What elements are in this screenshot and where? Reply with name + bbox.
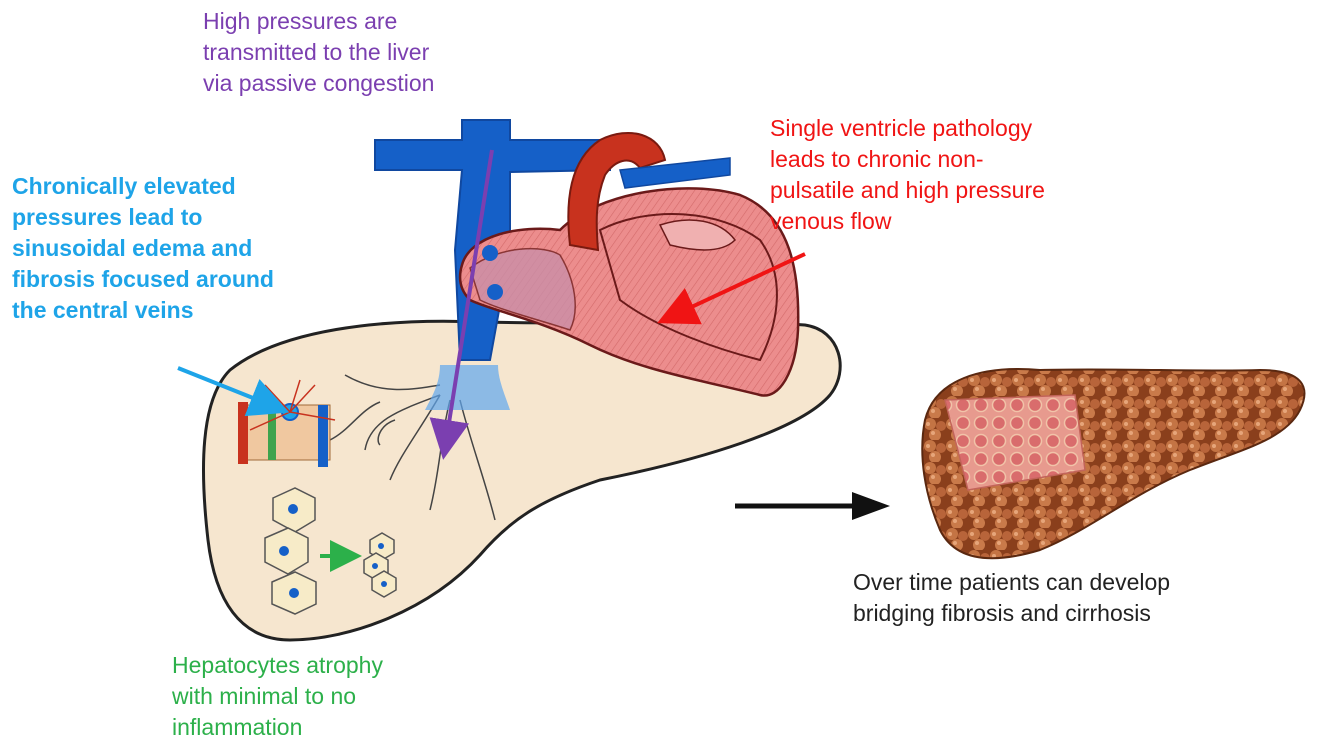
cirrhotic-liver bbox=[922, 369, 1304, 558]
central-veins-label: Chronically elevated pressures lead to s… bbox=[12, 171, 274, 326]
outcome-label: Over time patients can develop bridging … bbox=[853, 567, 1170, 629]
single-ventricle-label: Single ventricle pathology leads to chro… bbox=[770, 113, 1045, 237]
passive-congestion-label: High pressures are transmitted to the li… bbox=[203, 6, 434, 99]
progression-arrow bbox=[735, 492, 890, 520]
hepatocytes-label: Hepatocytes atrophy with minimal to no i… bbox=[172, 650, 383, 743]
hepatocytes-normal bbox=[265, 488, 316, 614]
